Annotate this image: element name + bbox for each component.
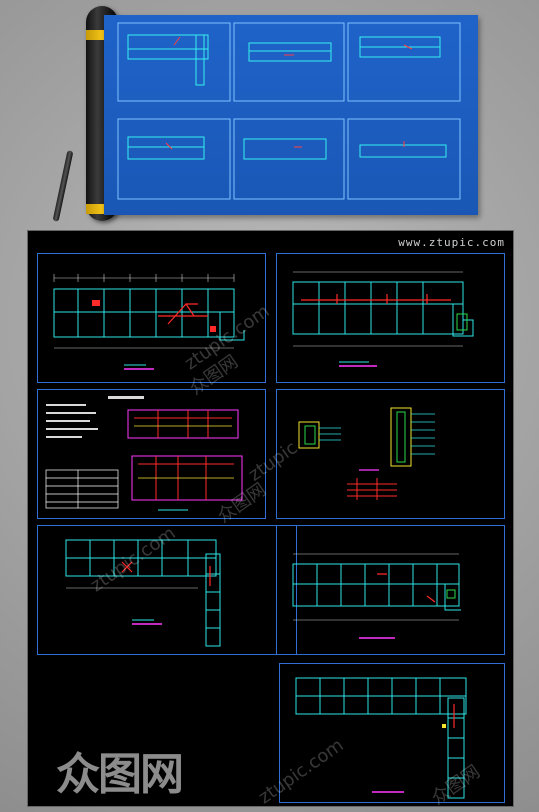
drawing-panel-3 (37, 389, 266, 519)
cad-drawing-sheet: www.ztupic.com (27, 230, 514, 809)
drawing-panel-2 (276, 253, 505, 383)
blueprint-poster (104, 15, 478, 215)
tube-band-top (86, 30, 118, 40)
brand-logo: 众图网 (56, 749, 184, 800)
drawing-panel-7 (279, 663, 505, 803)
pen-icon (52, 150, 74, 222)
poster-thumbnails (117, 22, 461, 200)
schedule-tables (45, 396, 243, 511)
poster-thumb-5 (233, 118, 345, 200)
poster-thumb-3 (347, 22, 461, 102)
poster-thumb-4 (117, 118, 231, 200)
site-watermark: www.ztupic.com (398, 236, 505, 249)
floor-plan-3 (65, 539, 221, 647)
floor-plan-1 (53, 274, 245, 370)
drawing-panel-6 (276, 525, 505, 655)
poster-thumb-1 (117, 22, 231, 102)
poster-thumb-2 (233, 22, 345, 102)
riser-diagram (298, 407, 435, 500)
floor-plan-5 (295, 677, 467, 799)
drawing-panel-4 (276, 389, 505, 519)
floor-plan-2 (292, 271, 474, 367)
drawing-panel-1 (37, 253, 266, 383)
poster-thumb-6 (347, 118, 461, 200)
drawing-panel-5 (37, 525, 297, 655)
floor-plan-4 (292, 553, 461, 639)
tube-band-bottom (86, 204, 118, 214)
